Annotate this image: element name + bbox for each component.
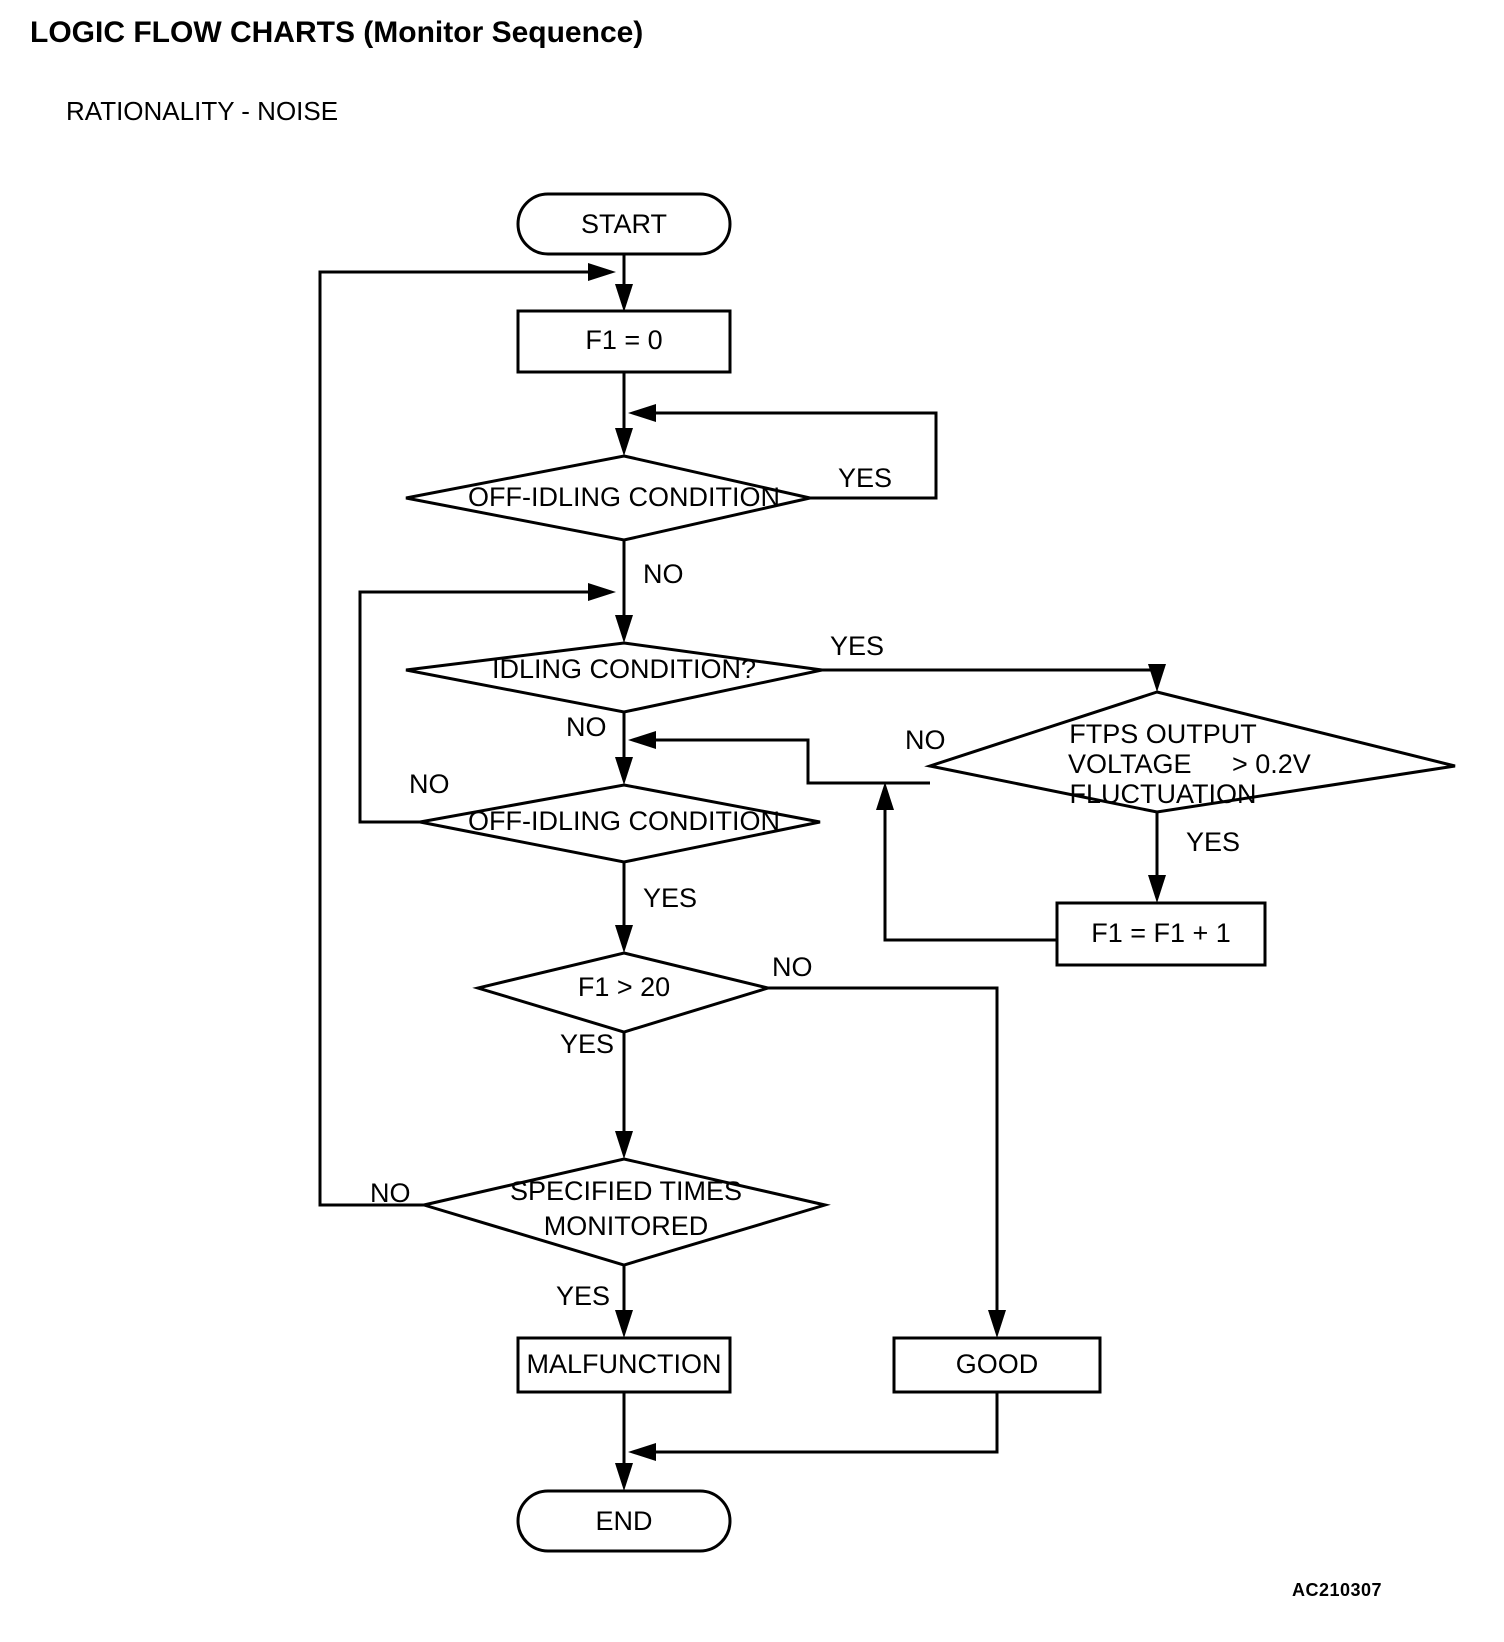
node-end[interactable] <box>516 1489 732 1553</box>
edge-label-spectimes-no: NO <box>370 1178 411 1208</box>
arrowhead-idling-no-to-offidle2 <box>615 757 633 785</box>
node-malfunc[interactable] <box>516 1336 732 1394</box>
node-spectimes-label-line2: MONITORED <box>544 1211 709 1241</box>
arrowhead-offidle1-yes-loop <box>628 404 656 422</box>
edge-label-f1gt20-no: NO <box>772 952 813 982</box>
edge-label-offidle1-no: NO <box>643 559 684 589</box>
node-good-label: GOOD <box>956 1349 1039 1379</box>
node-offidle2[interactable] <box>419 783 821 864</box>
node-start[interactable] <box>516 192 732 256</box>
node-ftps-label-line3: FLUCTUATION <box>1070 779 1257 809</box>
node-good[interactable] <box>892 1336 1102 1394</box>
arrowhead-ftps-yes-to-f1inc <box>1148 875 1166 903</box>
edge-label-ftps-yes: YES <box>1186 827 1240 857</box>
edge-spectimes-no-return <box>318 270 592 1207</box>
arrowhead-spectimes-no-return <box>588 263 616 281</box>
node-end-label: END <box>595 1506 652 1536</box>
edge-idling-yes-to-ftps <box>822 668 1159 678</box>
watermark-code: AC210307 <box>1292 1580 1383 1600</box>
arrowhead-spectimes-yes-to-malfunc <box>615 1310 633 1338</box>
arrowhead-ftps-no-to-offidle2 <box>628 731 656 749</box>
node-start-label: START <box>581 209 667 239</box>
page-subtitle: RATIONALITY - NOISE <box>66 96 339 126</box>
node-f1inc-label: F1 = F1 + 1 <box>1091 918 1231 948</box>
arrowhead-start-to-f1zero <box>615 284 633 312</box>
edge-label-offidle2-no: NO <box>409 769 450 799</box>
node-offidle1[interactable] <box>405 454 811 542</box>
arrowhead-malfunc-to-end <box>615 1463 633 1491</box>
node-idling[interactable] <box>405 641 823 714</box>
node-ftps-label-line1: FTPS OUTPUT <box>1069 719 1257 749</box>
edge-label-offidle2-yes: YES <box>643 883 697 913</box>
node-spectimes-label-line1: SPECIFIED TIMES <box>510 1176 742 1206</box>
edge-label-idling-no: NO <box>566 712 607 742</box>
node-f1gt20[interactable] <box>472 951 774 1034</box>
edge-offidle1-yes-loop <box>652 411 938 500</box>
edge-label-spectimes-yes: YES <box>556 1281 610 1311</box>
node-f1zero-label: F1 = 0 <box>585 325 662 355</box>
edge-label-ftps-no: NO <box>905 725 946 755</box>
arrowhead-f1zero-to-offidle1 <box>615 428 633 456</box>
page-title: LOGIC FLOW CHARTS (Monitor Sequence) <box>30 16 644 49</box>
arrowhead-offidle2-no-return <box>588 583 616 601</box>
arrowhead-f1gt20-yes-to-spectimes <box>615 1131 633 1159</box>
edge-label-idling-yes: YES <box>830 631 884 661</box>
node-spectimes[interactable] <box>418 1157 831 1267</box>
arrowhead-offidle2-yes-to-f1gt20 <box>615 925 633 953</box>
edge-offidle2-no-return <box>358 590 592 824</box>
node-f1zero[interactable] <box>516 309 732 374</box>
edge-label-offidle1-yes: YES <box>838 463 892 493</box>
edge-ftps-no-to-offidle2 <box>652 738 930 785</box>
node-ftps[interactable] <box>924 690 1456 814</box>
node-ftps-label-line2: VOLTAGE <box>1068 749 1192 779</box>
arrowhead-offidle1-no-to-idling <box>615 615 633 643</box>
edge-f1inc-return <box>883 795 1057 942</box>
node-offidle1-label: OFF-IDLING CONDITION <box>468 482 780 512</box>
node-idling-label: IDLING CONDITION? <box>492 654 756 684</box>
node-ftps-threshold: > 0.2V <box>1232 749 1311 779</box>
node-f1inc[interactable] <box>1055 901 1267 967</box>
edge-good-to-end-merge <box>652 1392 999 1454</box>
edge-f1gt20-no-to-good <box>768 986 999 1325</box>
arrowhead-f1inc-return <box>876 782 894 810</box>
arrowhead-idling-yes-to-ftps <box>1148 664 1166 692</box>
arrowhead-f1gt20-no-to-good <box>988 1310 1006 1338</box>
node-f1gt20-label: F1 > 20 <box>578 972 670 1002</box>
edge-label-f1gt20-yes: YES <box>560 1029 614 1059</box>
node-offidle2-label: OFF-IDLING CONDITION <box>468 806 780 836</box>
node-malfunc-label: MALFUNCTION <box>527 1349 722 1379</box>
arrowhead-good-to-end-merge <box>628 1443 656 1461</box>
